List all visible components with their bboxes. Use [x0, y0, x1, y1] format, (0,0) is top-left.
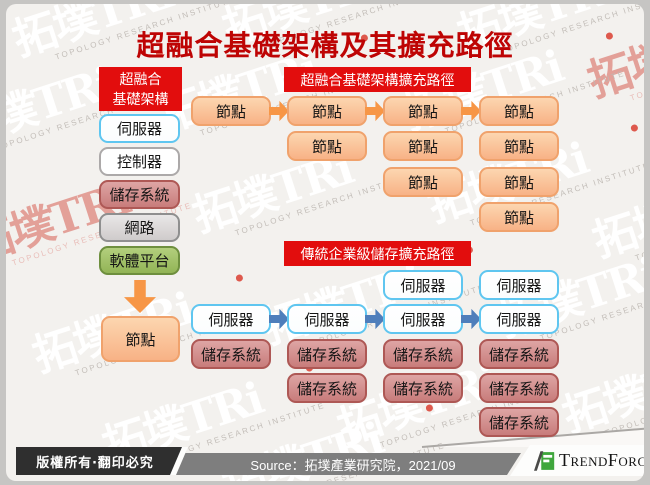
node-box: 節點 [383, 131, 463, 161]
node-box: 節點 [287, 131, 367, 161]
node-box: 節點 [479, 202, 559, 232]
server-box: 伺服器 [191, 304, 271, 334]
left-panel-header-line2: 基礎架構 [112, 91, 169, 107]
storage-box: 儲存系統 [479, 373, 559, 403]
node-box: 節點 [191, 96, 271, 126]
trendforce-logo-text: TrendForce [559, 450, 644, 470]
right-arrow-icon [269, 308, 289, 330]
storage-box: 儲存系統 [479, 339, 559, 369]
component-box-network: 網路 [99, 213, 180, 242]
left-panel-header-line1: 超融合 [119, 70, 162, 87]
node-box: 節點 [479, 131, 559, 161]
copyright-text: 版權所有‧翻印必究 [36, 454, 154, 470]
storage-box: 儲存系統 [191, 339, 271, 369]
trendforce-logo: TrendForce [510, 445, 644, 476]
component-box-controller: 控制器 [99, 147, 180, 176]
storage-box: 儲存系統 [479, 407, 559, 437]
right-arrow-icon [461, 308, 481, 330]
node-box: 節點 [479, 96, 559, 126]
source-text: Source：拓墣產業研究院，2021/09 [250, 457, 456, 473]
watermark-dot [424, 403, 434, 413]
right-arrow-icon [365, 308, 385, 330]
server-box: 伺服器 [383, 304, 463, 334]
watermark-brand: 拓墣TRi [586, 168, 644, 268]
page-title: 超融合基礎架構及其擴充路徑 [136, 29, 514, 62]
node-box: 節點 [479, 167, 559, 197]
server-box: 伺服器 [479, 304, 559, 334]
storage-box: 儲存系統 [287, 373, 367, 403]
copyright-box: 版權所有‧翻印必究 [16, 447, 182, 475]
right-arrow-icon [461, 100, 481, 122]
storage-expansion-banner: 傳統企業級儲存擴充路徑 [284, 241, 471, 266]
storage-box: 儲存系統 [383, 339, 463, 369]
server-box: 伺服器 [383, 270, 463, 300]
watermark-caption: TOPOLOGY RESEARCH INSTITUTE [633, 195, 644, 263]
watermark-brand: 拓墣TRi [556, 343, 644, 443]
right-arrow-icon [365, 100, 385, 122]
server-box: 伺服器 [479, 270, 559, 300]
right-arrow-icon [269, 100, 289, 122]
node-box: 節點 [383, 167, 463, 197]
hci-expansion-banner: 超融合基礎架構擴充路徑 [284, 67, 471, 92]
watermark-dot [234, 273, 244, 283]
component-box-software: 軟體平台 [99, 246, 180, 275]
server-box: 伺服器 [287, 304, 367, 334]
down-arrow-icon [124, 280, 156, 313]
storage-box: 儲存系統 [287, 339, 367, 369]
watermark-dot [629, 123, 639, 133]
storage-box: 儲存系統 [383, 373, 463, 403]
component-box-storage: 儲存系統 [99, 180, 180, 209]
component-box-server: 伺服器 [99, 114, 180, 143]
trendforce-logo-icon [534, 450, 555, 471]
node-box: 節點 [383, 96, 463, 126]
left-panel-header: 超融合 基礎架構 [99, 67, 182, 111]
node-box: 節點 [287, 96, 367, 126]
left-panel-node-box: 節點 [101, 316, 180, 362]
